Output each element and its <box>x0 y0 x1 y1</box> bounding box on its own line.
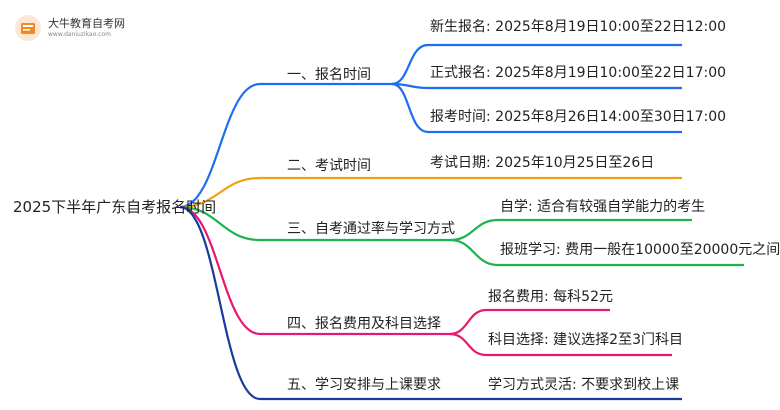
edge-branch-3-leaf-2 <box>449 238 744 267</box>
leaf-4-2: 科目选择: 建议选择2至3门科目 <box>488 332 683 348</box>
branch-1-label: 一、报名时间 <box>287 67 371 83</box>
leaf-1-2: 正式报名: 2025年8月19日10:00至22日17:00 <box>430 65 727 81</box>
leaf-4-1: 报名费用: 每科52元 <box>488 289 613 305</box>
leaf-1-1: 新生报名: 2025年8月19日10:00至22日12:00 <box>430 19 727 35</box>
leaf-5-1: 学习方式灵活: 不要求到校上课 <box>488 377 680 393</box>
leaf-3-2: 报班学习: 费用一般在10000至20000元之间 <box>500 242 780 258</box>
book-logo-icon <box>15 15 41 41</box>
edge-branch-4-leaf-2 <box>449 332 672 357</box>
branch-2-label: 二、考试时间 <box>287 158 371 174</box>
leaf-3-1: 自学: 适合有较强自学能力的考生 <box>500 199 706 215</box>
root-topic: 2025下半年广东自考报名时间 <box>13 198 217 216</box>
logo-name: 大牛教育自考网 <box>48 17 125 30</box>
edge-branch-1-leaf-2 <box>391 82 682 90</box>
edge-root-branch-1 <box>179 82 392 209</box>
edge-root-branch-4 <box>179 205 450 336</box>
brand-logo: 大牛教育自考网 www.daniuzikao.com <box>14 14 125 42</box>
leaf-2-1: 考试日期: 2025年10月25日至26日 <box>430 155 655 171</box>
branch-5-label: 五、学习安排与上课要求 <box>287 377 441 393</box>
leaf-1-3: 报考时间: 2025年8月26日14:00至30日17:00 <box>430 109 727 125</box>
mind-map: 大牛教育自考网 www.daniuzikao.com 2025下半年广东自考报名… <box>13 14 780 401</box>
edge-root-branch-3 <box>179 205 450 242</box>
edge-root-branch-2 <box>179 176 682 209</box>
edge-branch-1-leaf-3 <box>391 82 682 134</box>
connector-layer <box>179 43 744 401</box>
logo-url: www.daniuzikao.com <box>48 31 111 38</box>
branch-4-label: 四、报名费用及科目选择 <box>287 316 441 332</box>
edge-branch-3-leaf-1 <box>449 218 692 242</box>
edge-branch-1-leaf-1 <box>391 43 682 86</box>
edge-root-branch-5 <box>179 205 682 401</box>
edge-branch-4-leaf-1 <box>449 308 610 336</box>
branch-3-label: 三、自考通过率与学习方式 <box>287 221 455 237</box>
